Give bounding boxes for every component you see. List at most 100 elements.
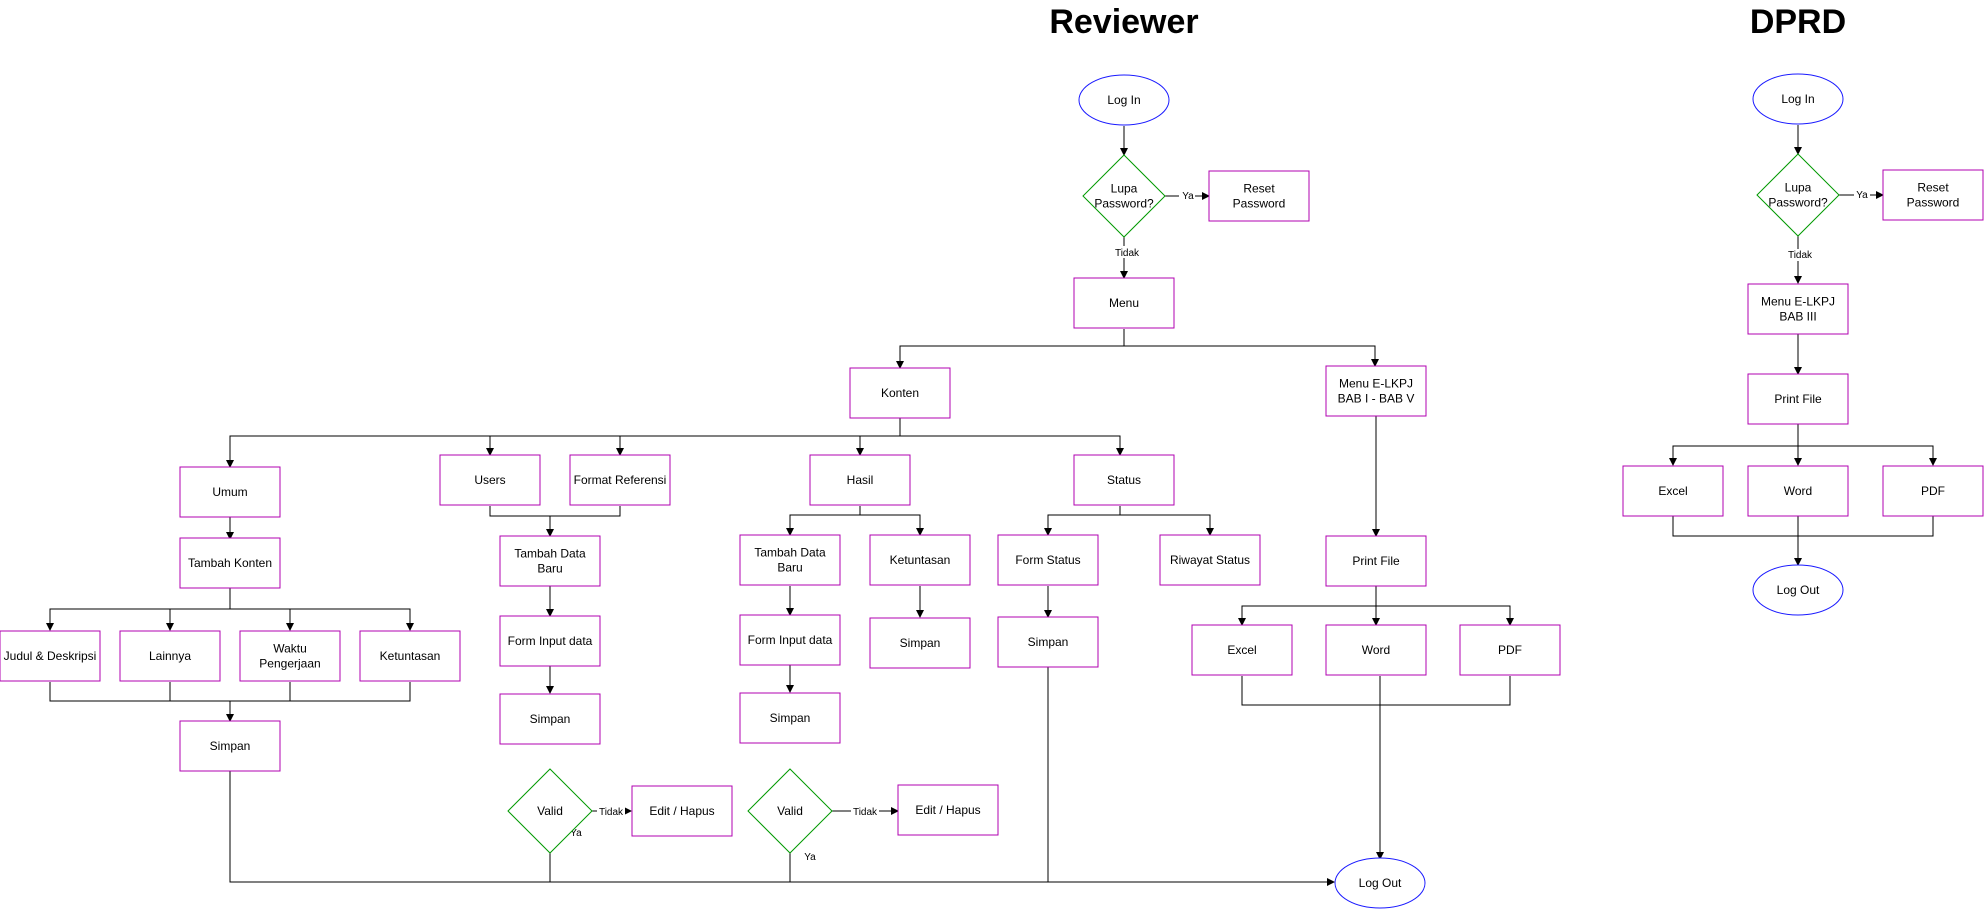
- dprd-word-shape: [1747, 465, 1849, 517]
- reviewer-konten-label: Konten: [881, 386, 919, 400]
- reviewer-users-node: Users: [439, 454, 541, 506]
- reviewer-title: Reviewer: [1049, 3, 1198, 41]
- dprd-reset-shape: [1882, 169, 1984, 221]
- reviewer-form-input2-shape: [739, 614, 841, 666]
- reviewer-status-label: Status: [1107, 473, 1141, 487]
- reviewer-format-ref-shape: [569, 454, 671, 506]
- reviewer-simpan-umum-shape: [179, 720, 281, 772]
- reviewer-simpan-ket-label: Simpan: [900, 636, 941, 650]
- reviewer-simpan-umum-label: Simpan: [210, 739, 251, 753]
- reviewer-judul-shape: [0, 630, 101, 682]
- reviewer-login-label: Log In: [1107, 93, 1140, 107]
- reviewer-konten-node: Konten: [849, 367, 951, 419]
- reviewer-valid2-node: Valid: [747, 768, 833, 854]
- reviewer-logout-node: Log Out: [1334, 857, 1426, 909]
- edge-label-valid1-tidak: Tidak: [599, 807, 624, 818]
- dprd-pdf-shape: [1882, 465, 1984, 517]
- dprd-print-shape: [1747, 373, 1849, 425]
- reviewer-riwayat-shape: [1159, 534, 1261, 586]
- reviewer-ketuntasan1-label: Ketuntasan: [380, 649, 441, 663]
- edge-label-valid1-ya: Ya: [570, 828, 582, 839]
- dprd-logout-label: Log Out: [1777, 583, 1820, 597]
- reviewer-edit1-shape: [631, 785, 733, 837]
- reviewer-ketuntasan2-node: Ketuntasan: [869, 534, 971, 586]
- reviewer-umum-label: Umum: [212, 485, 247, 499]
- edge-label-dprd-ya: Ya: [1856, 190, 1868, 201]
- reviewer-edit1-label: Edit / Hapus: [649, 804, 714, 818]
- reviewer-valid2-shape: [747, 768, 833, 854]
- reviewer-print-label: Print File: [1352, 554, 1400, 568]
- dprd-login-node: Log In: [1752, 73, 1844, 125]
- reviewer-login-node: Log In: [1078, 74, 1170, 126]
- reviewer-simpan1-label: Simpan: [530, 712, 571, 726]
- reviewer-lainnya-shape: [119, 630, 221, 682]
- reviewer-pdf-shape: [1459, 624, 1561, 676]
- dprd-menu-shape: [1747, 283, 1849, 335]
- dprd-logout-node: Log Out: [1752, 564, 1844, 616]
- dprd-word-node: Word: [1747, 465, 1849, 517]
- reviewer-judul-label: Judul & Deskripsi: [4, 649, 97, 663]
- reviewer-edit1-node: Edit / Hapus: [631, 785, 733, 837]
- reviewer-simpan2-node: Simpan: [739, 692, 841, 744]
- dprd-login-shape: [1752, 73, 1844, 125]
- reviewer-riwayat-node: Riwayat Status: [1159, 534, 1261, 586]
- reviewer-menu-elkpj-shape: [1325, 365, 1427, 417]
- reviewer-logout-shape: [1334, 857, 1426, 909]
- reviewer-ketuntasan1-node: Ketuntasan: [359, 630, 461, 682]
- reviewer-hasil-node: Hasil: [809, 454, 911, 506]
- reviewer-status-shape: [1073, 454, 1175, 506]
- reviewer-logout-label: Log Out: [1359, 876, 1402, 890]
- reviewer-connectors: [46, 126, 1514, 886]
- dprd-title: DPRD: [1750, 3, 1846, 41]
- reviewer-edit2-node: Edit / Hapus: [897, 784, 999, 836]
- reviewer-reset-shape: [1208, 170, 1310, 222]
- reviewer-simpan-ket-node: Simpan: [869, 617, 971, 669]
- reviewer-excel-shape: [1191, 624, 1293, 676]
- dprd-logout-shape: [1752, 564, 1844, 616]
- reviewer-form-status-shape: [997, 534, 1099, 586]
- reviewer-excel-node: Excel: [1191, 624, 1293, 676]
- reviewer-simpan2-label: Simpan: [770, 711, 811, 725]
- reviewer-simpan2-shape: [739, 692, 841, 744]
- reviewer-simpan-status-label: Simpan: [1028, 635, 1069, 649]
- reviewer-menu-label: Menu: [1109, 296, 1139, 310]
- reviewer-format-ref-node: Format Referensi: [569, 454, 671, 506]
- edge-label-ya: Ya: [1182, 191, 1194, 202]
- reviewer-lainnya-label: Lainnya: [149, 649, 191, 663]
- reviewer-simpan1-node: Simpan: [499, 693, 601, 745]
- reviewer-umum-shape: [179, 466, 281, 518]
- reviewer-hasil-label: Hasil: [847, 473, 874, 487]
- edge-label-valid2-tidak: Tidak: [853, 807, 878, 818]
- reviewer-hasil-shape: [809, 454, 911, 506]
- reviewer-simpan-ket-shape: [869, 617, 971, 669]
- reviewer-lainnya-node: Lainnya: [119, 630, 221, 682]
- reviewer-simpan-umum-node: Simpan: [179, 720, 281, 772]
- dprd-connectors: [1669, 125, 1937, 566]
- reviewer-form-input2-node: Form Input data: [739, 614, 841, 666]
- dprd-pdf-label: PDF: [1921, 484, 1945, 498]
- dprd-lupa-shape: [1756, 153, 1840, 237]
- dprd-pdf-node: PDF: [1882, 465, 1984, 517]
- reviewer-riwayat-label: Riwayat Status: [1170, 553, 1250, 567]
- reviewer-status-node: Status: [1073, 454, 1175, 506]
- reviewer-form-input1-shape: [499, 615, 601, 667]
- reviewer-form-input1-label: Form Input data: [508, 634, 593, 648]
- reviewer-users-shape: [439, 454, 541, 506]
- reviewer-format-ref-label: Format Referensi: [574, 473, 667, 487]
- reviewer-login-shape: [1078, 74, 1170, 126]
- reviewer-edit2-label: Edit / Hapus: [915, 803, 980, 817]
